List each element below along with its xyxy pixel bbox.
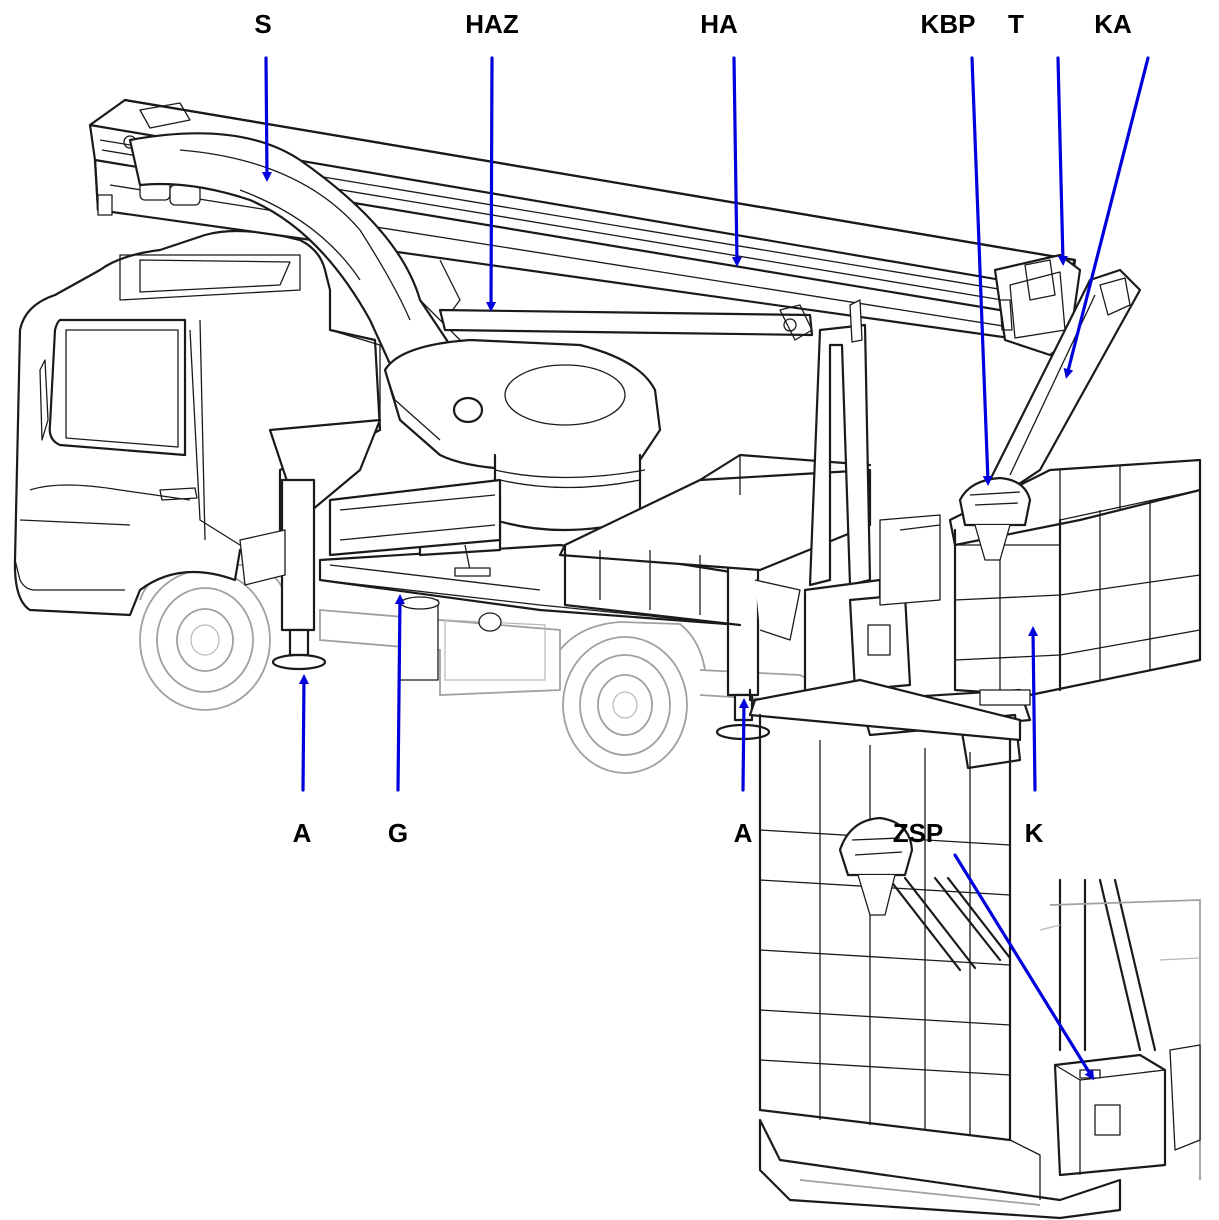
pointer-s	[261, 56, 272, 182]
cage-control-panel	[958, 476, 1032, 561]
label-kbp: KBP	[921, 9, 976, 39]
label-a-front: A	[293, 818, 312, 848]
rear-bed	[558, 453, 872, 627]
label-ha: HA	[700, 9, 738, 39]
label-ka: KA	[1094, 9, 1132, 39]
pointer-a-rear	[738, 698, 749, 792]
pointer-g	[394, 594, 405, 792]
label-a-rear: A	[734, 818, 753, 848]
labels: S HAZ HA KBP T KA A G A ZSP K	[254, 9, 1132, 848]
front-wheel	[139, 564, 291, 711]
boom-rest	[808, 299, 872, 587]
upper-arm	[128, 132, 471, 377]
pointer-zsp	[953, 853, 1095, 1081]
truck-cab	[13, 229, 382, 617]
label-zsp: ZSP	[893, 818, 944, 848]
turntable	[383, 338, 662, 532]
label-k: K	[1025, 818, 1044, 848]
pointer-haz	[486, 56, 497, 312]
truck-drawing	[13, 98, 1202, 774]
pointer-kbp	[970, 56, 993, 486]
pointer-a-front	[298, 674, 309, 792]
pointer-k	[1028, 626, 1039, 792]
pointer-ha	[731, 56, 742, 267]
pointer-arrows	[261, 56, 1150, 1081]
rear-wheel	[559, 621, 706, 774]
pointer-t	[1056, 56, 1068, 266]
label-s: S	[254, 9, 271, 39]
chassis-faint	[319, 596, 833, 701]
label-g: G	[388, 818, 408, 848]
label-haz: HAZ	[465, 9, 519, 39]
label-t: T	[1008, 9, 1024, 39]
front-outrigger	[239, 418, 502, 671]
boom-tip-head	[993, 253, 1082, 357]
inset-detail	[748, 678, 1201, 1220]
pointer-ka	[1063, 56, 1150, 379]
tension-rod	[438, 304, 814, 341]
